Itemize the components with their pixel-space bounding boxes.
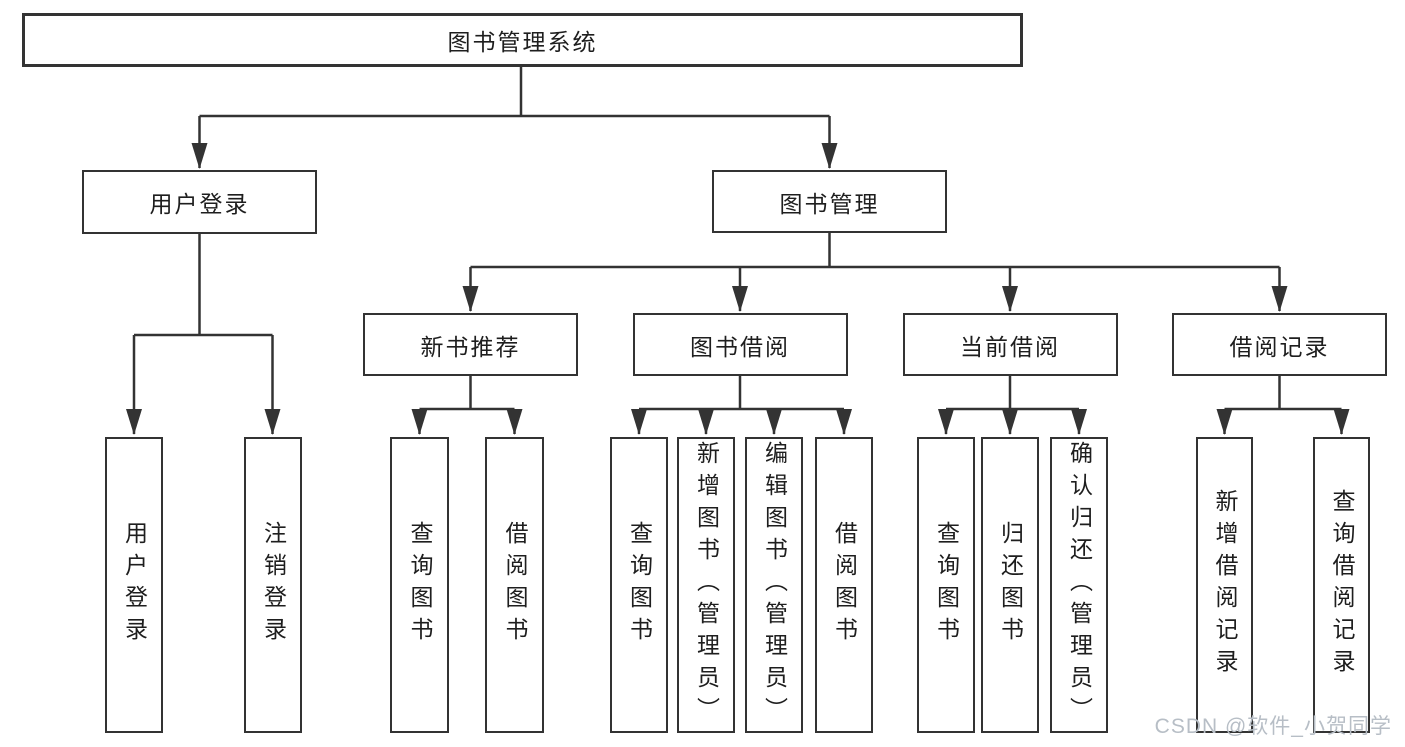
- node-root-system: 图书管理系统: [22, 13, 1023, 67]
- leaf-current-query-books-label: 查询图书: [933, 521, 960, 649]
- leaf-newbook-borrow-books-label: 借阅图书: [502, 521, 528, 649]
- connector-book-mgmt-to-level3: [462, 233, 1288, 312]
- connector-user-login-to-children: [126, 234, 281, 435]
- leaf-newbook-borrow-books: 借阅图书: [485, 437, 544, 733]
- leaf-record-query-borrow-record-label: 查询借阅记录: [1329, 489, 1355, 681]
- node-borrow-record-label: 借阅记录: [1229, 333, 1330, 360]
- node-new-book-recommend: 新书推荐: [363, 313, 578, 376]
- connector-borrow-record-to-children: [1216, 376, 1350, 435]
- leaf-borrow-add-books-admin: 新增图书（管理员）: [677, 437, 735, 733]
- node-user-login-label: 用户登录: [149, 191, 250, 217]
- connector-root-to-level2: [191, 67, 838, 169]
- connector-new-book-to-children: [411, 376, 523, 435]
- leaf-logout: 注销登录: [244, 437, 302, 733]
- node-book-management: 图书管理: [712, 170, 947, 233]
- node-book-borrow: 图书借阅: [632, 313, 848, 376]
- leaf-current-query-books: 查询图书: [917, 437, 975, 733]
- leaf-record-query-borrow-record: 查询借阅记录: [1313, 437, 1370, 733]
- node-new-book-recommend-label: 新书推荐: [420, 333, 521, 360]
- leaf-record-add-borrow-record: 新增借阅记录: [1196, 437, 1253, 733]
- leaf-newbook-query-books-label: 查询图书: [407, 521, 433, 649]
- node-borrow-record: 借阅记录: [1172, 313, 1387, 376]
- leaf-borrow-add-books-admin-label: 新增图书（管理员）: [693, 441, 720, 729]
- leaf-record-add-borrow-record-label: 新增借阅记录: [1212, 489, 1238, 681]
- leaf-current-return-books: 归还图书: [981, 437, 1039, 733]
- connector-current-borrow-to-children: [938, 376, 1087, 435]
- leaf-newbook-query-books: 查询图书: [390, 437, 449, 733]
- connector-book-borrow-to-children: [631, 376, 852, 435]
- leaf-current-confirm-return-admin-label: 确认归还（管理员）: [1066, 441, 1093, 729]
- leaf-current-confirm-return-admin: 确认归还（管理员）: [1050, 437, 1108, 733]
- node-root-label: 图书管理系统: [447, 29, 598, 55]
- leaf-borrow-edit-books-admin: 编辑图书（管理员）: [745, 437, 803, 733]
- leaf-current-return-books-label: 归还图书: [997, 521, 1024, 649]
- node-user-login: 用户登录: [82, 170, 317, 234]
- leaf-borrow-query-books-label: 查询图书: [626, 521, 653, 649]
- leaf-borrow-query-books: 查询图书: [610, 437, 668, 733]
- leaf-borrow-borrow-books: 借阅图书: [815, 437, 873, 733]
- node-book-management-label: 图书管理: [779, 190, 880, 217]
- leaf-user-login-label: 用户登录: [121, 521, 148, 649]
- leaf-user-login: 用户登录: [105, 437, 163, 733]
- leaf-borrow-edit-books-admin-label: 编辑图书（管理员）: [761, 441, 788, 729]
- node-current-borrow: 当前借阅: [902, 313, 1118, 376]
- csdn-watermark: CSDN @软件_小贺同学: [1154, 715, 1392, 738]
- leaf-logout-label: 注销登录: [260, 521, 287, 649]
- node-book-borrow-label: 图书借阅: [690, 333, 790, 360]
- node-current-borrow-label: 当前借阅: [960, 333, 1060, 360]
- leaf-borrow-borrow-books-label: 借阅图书: [831, 521, 858, 649]
